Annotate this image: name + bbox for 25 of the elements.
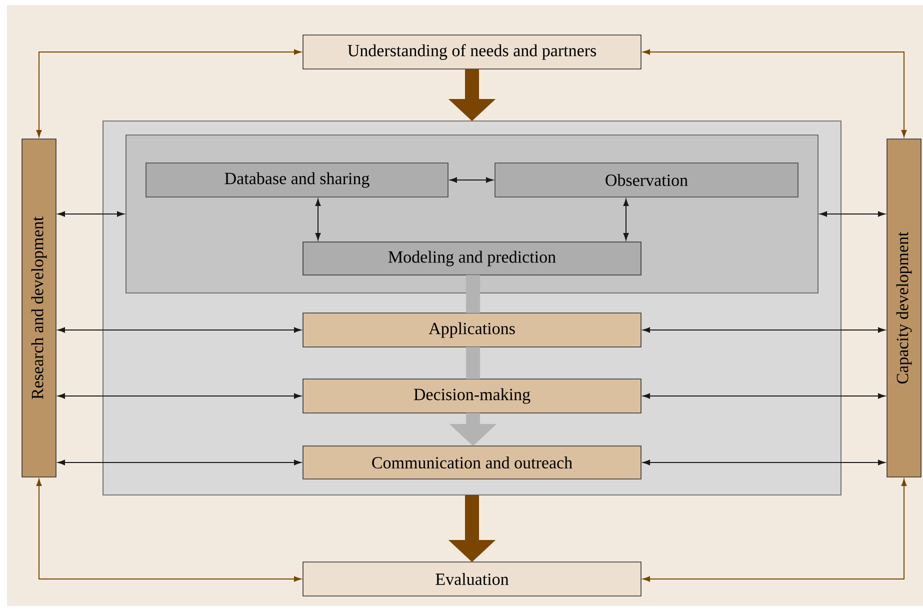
arrow bbox=[58, 393, 302, 399]
process-box: Database and sharing bbox=[146, 162, 448, 198]
arrow bbox=[36, 49, 302, 138]
arrow bbox=[623, 198, 629, 240]
vertical-box: Research and development bbox=[22, 138, 56, 478]
vertical-box: Capacity development bbox=[886, 138, 922, 478]
process-box: Evaluation bbox=[302, 562, 642, 596]
arrow bbox=[642, 478, 907, 582]
arrow bbox=[315, 198, 321, 240]
arrow bbox=[642, 327, 886, 333]
arrow bbox=[642, 460, 886, 466]
process-box: Decision-making bbox=[302, 378, 642, 414]
process-box: Understanding of needs and partners bbox=[302, 34, 642, 70]
arrow bbox=[642, 49, 907, 138]
arrow bbox=[36, 478, 302, 582]
arrow bbox=[58, 211, 124, 217]
process-box: Modeling and prediction bbox=[302, 242, 642, 276]
process-box: Observation bbox=[494, 162, 798, 198]
arrow bbox=[642, 393, 886, 399]
arrow bbox=[450, 177, 494, 183]
process-box: Communication and outreach bbox=[302, 446, 642, 480]
arrow bbox=[820, 211, 886, 217]
process-box: Applications bbox=[302, 312, 642, 348]
arrow bbox=[58, 327, 302, 333]
arrow bbox=[58, 460, 302, 466]
